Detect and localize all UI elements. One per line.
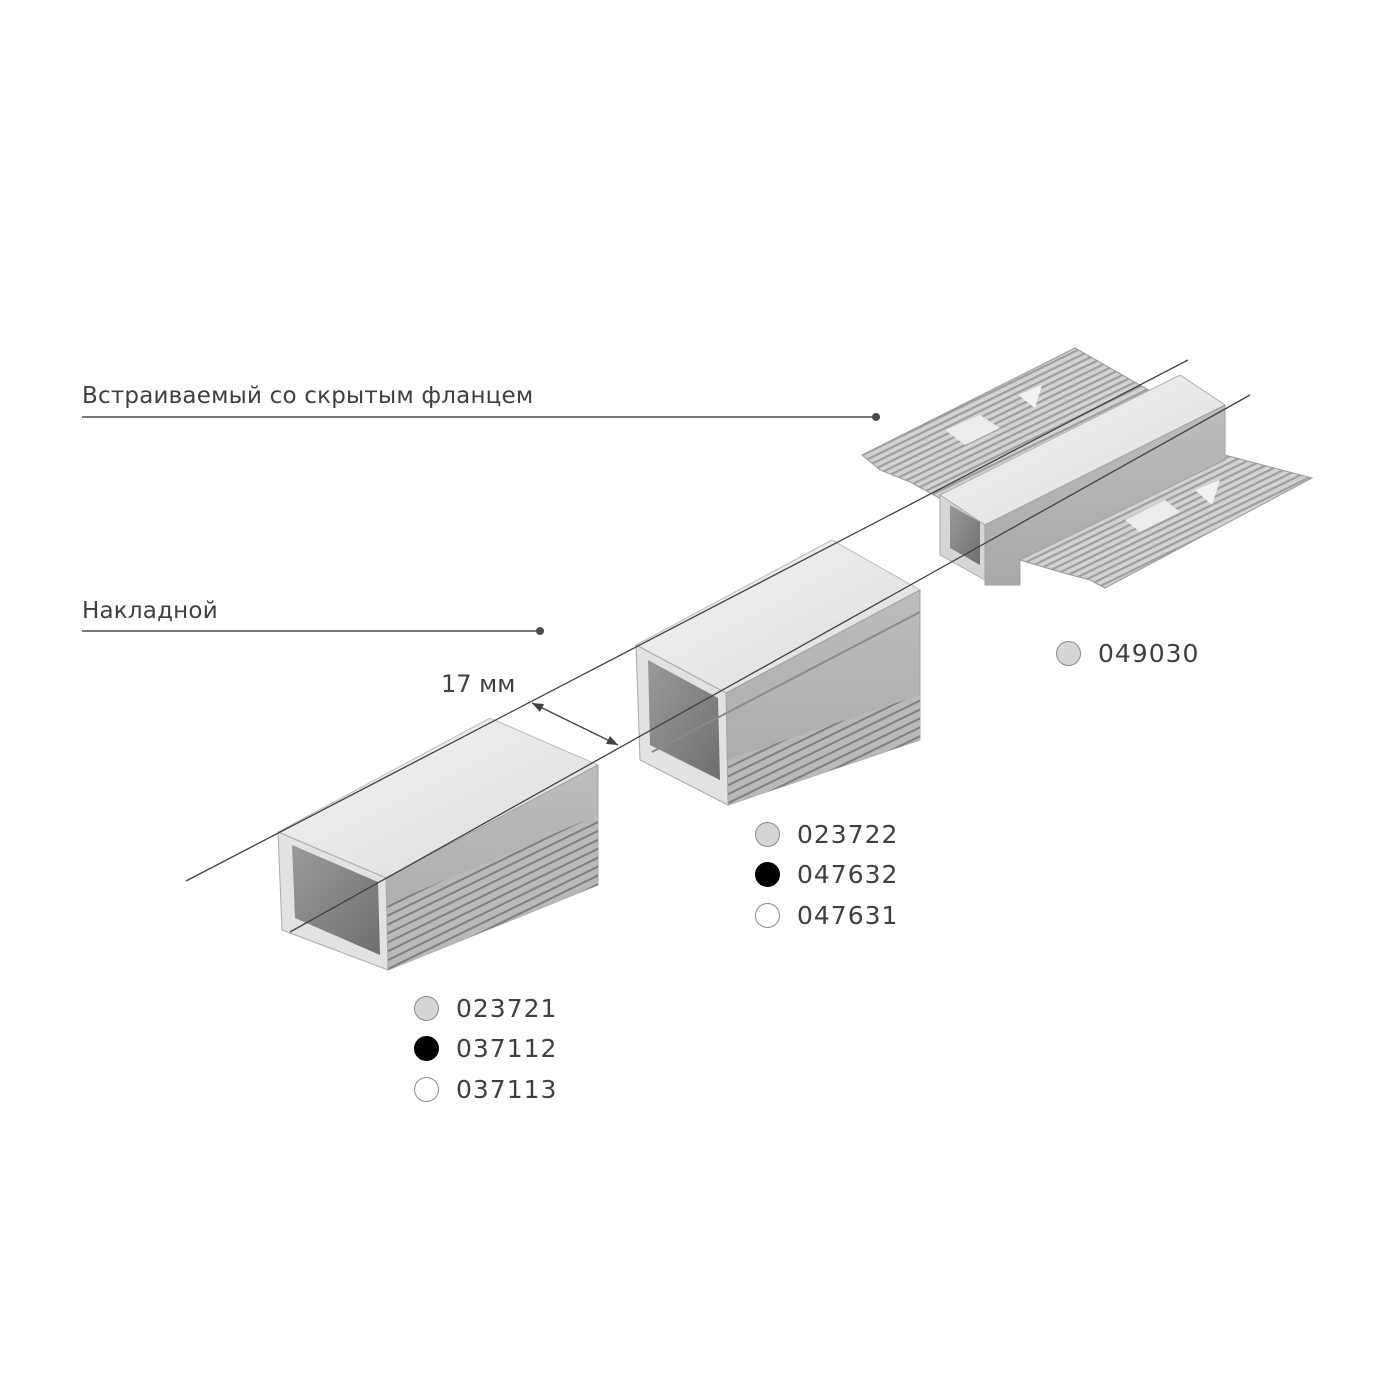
width-dimension-label: 17 мм [441,670,516,698]
article-code: 047631 [797,900,899,930]
silver-swatch-icon [1056,640,1081,666]
article-code: 047632 [797,860,899,890]
article-code: 049030 [1098,638,1200,668]
surface-tall-profile [634,539,922,806]
article-code: 023721 [456,993,558,1023]
article-code: 023722 [797,819,899,849]
guide-lines [185,359,1251,933]
surface-low-profile [276,717,600,971]
color-option-row: 023721 [414,988,557,1029]
color-option-row: 047631 [755,895,898,936]
color-option-row: 023722 [755,814,898,855]
silver-swatch-icon [755,821,780,847]
white-swatch-icon [414,1076,439,1102]
silver-swatch-icon [414,995,439,1021]
black-swatch-icon [414,1036,439,1062]
label-leaders [82,416,876,635]
color-option-row: 037112 [414,1029,557,1070]
surface-mount-label: Накладной [82,598,218,624]
surface-low-color-options: 023721 037112 037113 [414,988,557,1110]
article-code: 037112 [456,1034,558,1064]
color-option-row: 037113 [414,1069,557,1110]
recessed-color-options: 049030 [1056,633,1199,674]
black-swatch-icon [755,862,780,888]
white-swatch-icon [755,902,780,928]
color-option-row: 047632 [755,855,898,896]
recessed-flange-label: Встраиваемый со скрытым фланцем [82,383,534,409]
article-code: 037113 [456,1074,558,1104]
color-option-row: 049030 [1056,633,1199,674]
recessed-flange-profile [861,347,1314,589]
surface-tall-color-options: 023722 047632 047631 [755,814,898,936]
dimension-arrow [531,702,619,746]
